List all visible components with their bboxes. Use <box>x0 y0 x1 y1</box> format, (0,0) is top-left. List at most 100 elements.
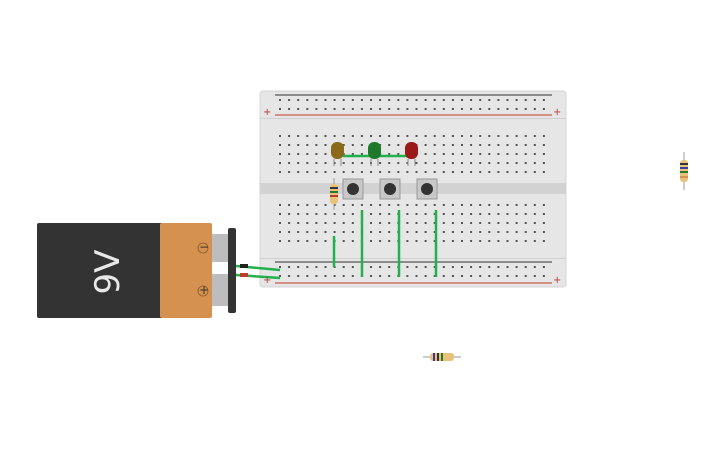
breadboard-hole[interactable] <box>342 222 345 224</box>
breadboard-hole[interactable] <box>479 135 482 137</box>
breadboard-hole[interactable] <box>388 153 391 155</box>
breadboard-hole[interactable] <box>379 222 382 224</box>
breadboard-hole[interactable] <box>433 275 436 277</box>
breadboard-hole[interactable] <box>488 99 491 101</box>
breadboard-hole[interactable] <box>406 240 409 242</box>
breadboard-hole[interactable] <box>370 135 372 137</box>
breadboard-hole[interactable] <box>442 171 445 173</box>
breadboard-hole[interactable] <box>306 108 309 110</box>
breadboard-hole[interactable] <box>279 275 281 277</box>
breadboard-hole[interactable] <box>451 153 454 155</box>
breadboard-hole[interactable] <box>342 231 345 233</box>
breadboard-hole[interactable] <box>351 240 354 242</box>
breadboard-hole[interactable] <box>388 222 391 224</box>
breadboard-hole[interactable] <box>461 213 463 215</box>
breadboard-hole[interactable] <box>297 231 300 233</box>
breadboard-hole[interactable] <box>415 108 418 110</box>
breadboard-hole[interactable] <box>333 204 336 206</box>
breadboard-hole[interactable] <box>424 222 427 224</box>
battery-wires[interactable] <box>235 264 281 280</box>
breadboard-hole[interactable] <box>488 266 491 268</box>
breadboard-hole[interactable] <box>451 213 454 215</box>
breadboard-hole[interactable] <box>379 213 382 215</box>
breadboard-hole[interactable] <box>397 108 400 110</box>
breadboard-hole[interactable] <box>533 240 536 242</box>
breadboard-hole[interactable] <box>451 108 454 110</box>
breadboard-hole[interactable] <box>379 204 382 206</box>
breadboard-hole[interactable] <box>497 108 500 110</box>
breadboard-hole[interactable] <box>279 231 281 233</box>
breadboard-hole[interactable] <box>406 171 409 173</box>
breadboard-hole[interactable] <box>415 222 418 224</box>
breadboard-hole[interactable] <box>306 266 309 268</box>
battery-9v[interactable] <box>37 223 236 318</box>
breadboard-hole[interactable] <box>315 204 318 206</box>
breadboard-hole[interactable] <box>497 144 500 146</box>
breadboard-hole[interactable] <box>479 213 482 215</box>
breadboard-hole[interactable] <box>524 99 527 101</box>
breadboard-hole[interactable] <box>442 108 445 110</box>
push-button-3[interactable] <box>416 178 438 200</box>
breadboard-hole[interactable] <box>333 162 336 164</box>
breadboard-hole[interactable] <box>279 240 281 242</box>
breadboard-hole[interactable] <box>415 162 418 164</box>
breadboard-hole[interactable] <box>306 231 309 233</box>
breadboard-hole[interactable] <box>342 213 345 215</box>
breadboard-hole[interactable] <box>470 266 473 268</box>
breadboard-hole[interactable] <box>324 135 327 137</box>
breadboard-hole[interactable] <box>470 222 473 224</box>
breadboard-hole[interactable] <box>342 144 345 146</box>
breadboard-hole[interactable] <box>461 204 463 206</box>
breadboard-hole[interactable] <box>424 135 427 137</box>
breadboard-hole[interactable] <box>524 231 527 233</box>
breadboard-hole[interactable] <box>388 162 391 164</box>
breadboard-hole[interactable] <box>533 275 536 277</box>
breadboard-hole[interactable] <box>333 108 336 110</box>
breadboard-hole[interactable] <box>542 99 545 101</box>
breadboard-hole[interactable] <box>297 162 300 164</box>
breadboard-hole[interactable] <box>315 135 318 137</box>
breadboard-hole[interactable] <box>506 240 509 242</box>
breadboard-hole[interactable] <box>470 231 473 233</box>
breadboard-hole[interactable] <box>279 108 281 110</box>
breadboard-hole[interactable] <box>315 99 318 101</box>
breadboard-hole[interactable] <box>288 135 291 137</box>
breadboard-hole[interactable] <box>288 99 291 101</box>
breadboard-hole[interactable] <box>342 240 345 242</box>
breadboard-hole[interactable] <box>442 99 445 101</box>
breadboard-hole[interactable] <box>279 135 281 137</box>
breadboard-hole[interactable] <box>470 108 473 110</box>
breadboard-hole[interactable] <box>315 231 318 233</box>
breadboard-hole[interactable] <box>497 171 500 173</box>
breadboard-hole[interactable] <box>342 204 345 206</box>
breadboard-hole[interactable] <box>524 275 527 277</box>
breadboard-hole[interactable] <box>506 231 509 233</box>
breadboard-hole[interactable] <box>506 266 509 268</box>
breadboard-hole[interactable] <box>524 144 527 146</box>
breadboard-hole[interactable] <box>324 275 327 277</box>
breadboard-hole[interactable] <box>461 266 463 268</box>
breadboard-hole[interactable] <box>288 171 291 173</box>
breadboard-hole[interactable] <box>288 108 291 110</box>
breadboard-hole[interactable] <box>442 266 445 268</box>
breadboard-hole[interactable] <box>360 108 363 110</box>
breadboard-hole[interactable] <box>515 171 518 173</box>
breadboard-hole[interactable] <box>342 266 345 268</box>
breadboard-hole[interactable] <box>433 162 436 164</box>
breadboard-hole[interactable] <box>515 222 518 224</box>
breadboard-hole[interactable] <box>533 135 536 137</box>
breadboard-hole[interactable] <box>397 162 400 164</box>
breadboard-hole[interactable] <box>424 231 427 233</box>
breadboard-hole[interactable] <box>424 240 427 242</box>
breadboard-hole[interactable] <box>288 162 291 164</box>
breadboard-hole[interactable] <box>306 99 309 101</box>
breadboard-hole[interactable] <box>515 275 518 277</box>
breadboard-hole[interactable] <box>388 240 391 242</box>
breadboard-hole[interactable] <box>433 108 436 110</box>
breadboard-hole[interactable] <box>533 204 536 206</box>
breadboard-hole[interactable] <box>424 171 427 173</box>
breadboard-hole[interactable] <box>461 144 463 146</box>
breadboard-hole[interactable] <box>506 153 509 155</box>
breadboard-hole[interactable] <box>488 144 491 146</box>
breadboard-hole[interactable] <box>324 99 327 101</box>
